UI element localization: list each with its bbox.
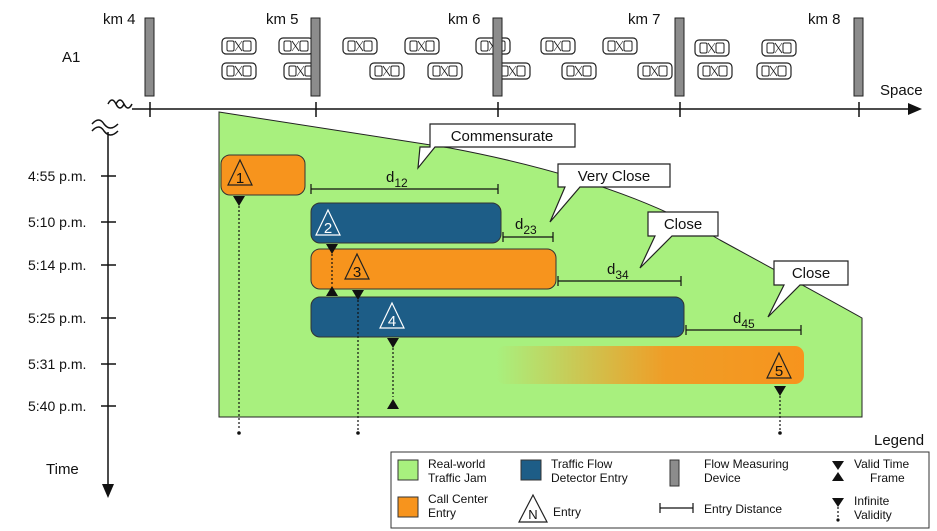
time-tick-1: 4:55 p.m. xyxy=(28,168,86,184)
entry-bar-2 xyxy=(311,203,501,243)
km-label-6: km 6 xyxy=(448,11,481,28)
legend-swatch-detector xyxy=(521,460,541,480)
entry-bar-4 xyxy=(311,297,684,337)
flow-device-km8 xyxy=(854,18,863,96)
entry-bar-3 xyxy=(311,249,556,289)
legend-entry-distance-label: Entry Distance xyxy=(704,502,782,516)
road-label: A1 xyxy=(62,49,80,66)
legend-entry-label: Entry xyxy=(553,505,581,519)
svg-text:Close: Close xyxy=(664,216,702,233)
traffic-cars xyxy=(222,38,796,79)
entry-bar-5 xyxy=(496,346,804,384)
svg-text:Very Close: Very Close xyxy=(578,168,651,185)
legend-title: Legend xyxy=(874,432,924,449)
km-label-4: km 4 xyxy=(103,11,136,28)
legend-infinite-validity-label: Infinite Validity xyxy=(854,494,893,522)
flow-device-km6 xyxy=(493,18,502,96)
svg-text:Commensurate: Commensurate xyxy=(451,128,554,145)
time-tick-6: 5:40 p.m. xyxy=(28,398,86,414)
space-axis-label: Space xyxy=(880,82,923,99)
time-tick-3: 5:14 p.m. xyxy=(28,257,86,273)
time-tick-2: 5:10 p.m. xyxy=(28,214,86,230)
flow-device-km7 xyxy=(675,18,684,96)
km-label-7: km 7 xyxy=(628,11,661,28)
time-axis-label: Time xyxy=(46,461,79,478)
svg-text:3: 3 xyxy=(353,264,361,281)
flow-device-km4 xyxy=(145,18,154,96)
svg-text:1: 1 xyxy=(236,170,244,187)
legend-jam-label: Real-world Traffic Jam xyxy=(428,457,489,485)
legend-swatch-jam xyxy=(398,460,418,480)
km-label-8: km 8 xyxy=(808,11,841,28)
entry-bar-1 xyxy=(221,155,305,195)
svg-text:Close: Close xyxy=(792,265,830,282)
legend-swatch-device xyxy=(670,460,679,486)
legend-swatch-call-center xyxy=(398,497,418,517)
svg-text:N: N xyxy=(528,507,537,522)
km-label-5: km 5 xyxy=(266,11,299,28)
time-tick-5: 5:31 p.m. xyxy=(28,356,86,372)
time-axis xyxy=(92,120,118,498)
flow-measuring-devices xyxy=(145,18,863,96)
svg-text:5: 5 xyxy=(775,363,783,380)
time-tick-4: 5:25 p.m. xyxy=(28,310,86,326)
svg-text:2: 2 xyxy=(324,220,332,237)
flow-device-km5 xyxy=(311,18,320,96)
svg-text:4: 4 xyxy=(388,313,396,330)
